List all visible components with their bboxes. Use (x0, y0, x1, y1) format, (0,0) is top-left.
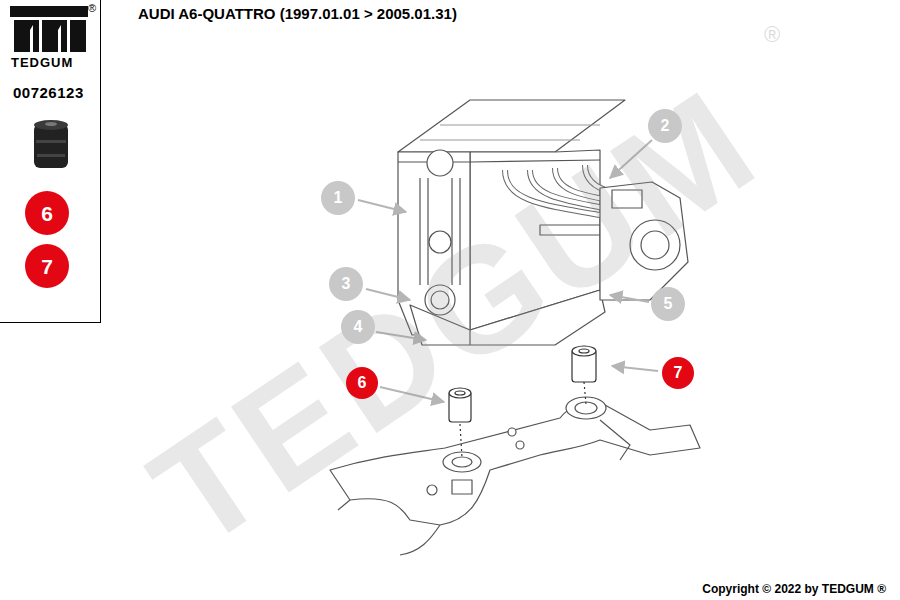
callout-number: 1 (334, 190, 343, 206)
callout-circle: 4 (341, 310, 375, 344)
callout-circle: 2 (648, 109, 682, 143)
callout-number: 7 (674, 365, 683, 381)
part-panel: TEDGUM ® 00726123 6 7 (0, 0, 101, 323)
callout-circle: 6 (346, 367, 378, 399)
copyright-note: Copyright © 2022 by TEDGUM ® (702, 582, 886, 596)
callout-circle: 5 (651, 287, 685, 321)
callout-number: 3 (342, 276, 351, 292)
callout-circle: 7 (25, 244, 69, 288)
part-number: 00726123 (13, 84, 84, 101)
callout-number: 7 (41, 256, 53, 277)
registered-mark: ® (88, 2, 96, 14)
callout-circle: 6 (25, 191, 69, 235)
title: AUDI A6-QUATTRO (1997.01.01 > 2005.01.31… (138, 5, 457, 22)
callout-circle: 1 (321, 181, 355, 215)
callout-number: 4 (354, 319, 363, 335)
callout-number: 5 (664, 296, 673, 312)
bushing-photo (34, 120, 68, 168)
watermark-mark: ® (764, 22, 780, 48)
callout-circle: 3 (329, 267, 363, 301)
callout-number: 6 (358, 375, 367, 391)
callout-number: 2 (661, 118, 670, 134)
brand-name: TEDGUM (11, 55, 73, 70)
callout-number: 6 (41, 203, 53, 224)
brand-logo (10, 6, 88, 52)
callout-circle: 7 (662, 357, 694, 389)
